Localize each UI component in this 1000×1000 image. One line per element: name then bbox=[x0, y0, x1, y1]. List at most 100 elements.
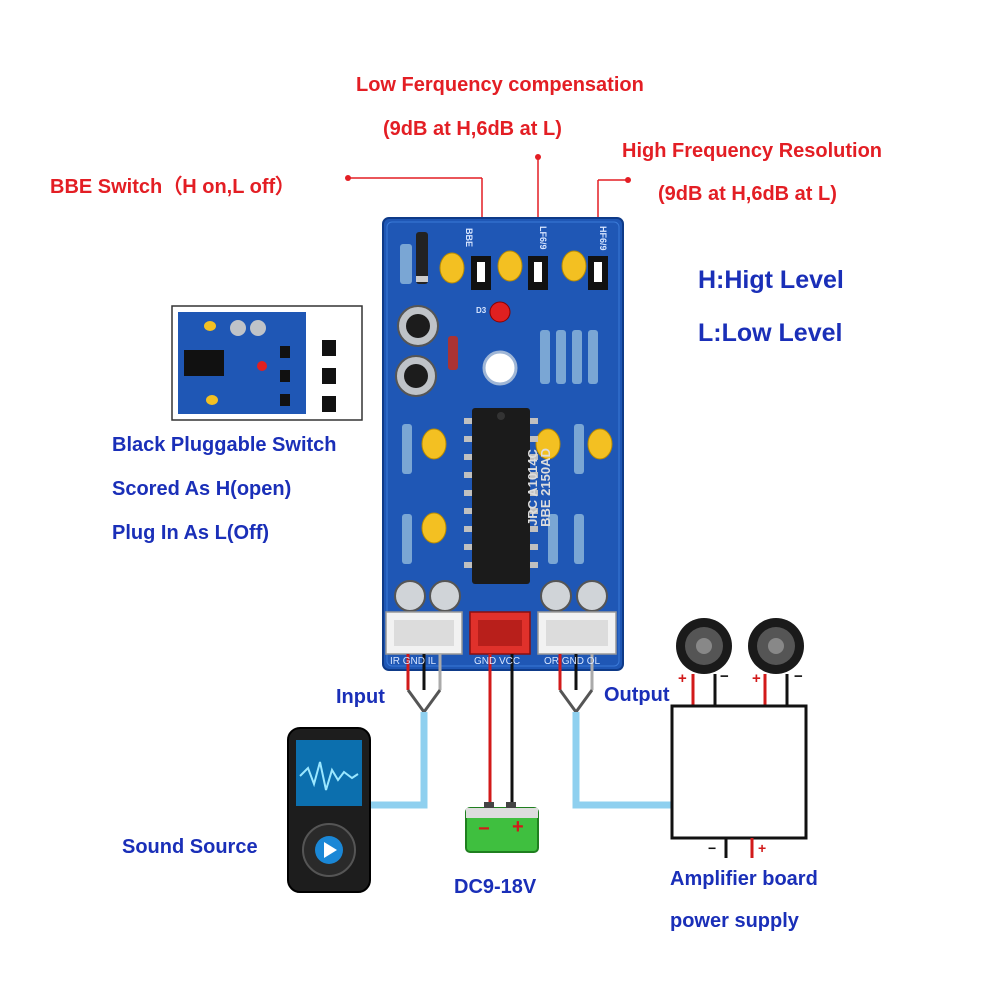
electrolytic-caps bbox=[394, 305, 608, 612]
ecap-3 bbox=[394, 580, 426, 612]
ecap-5 bbox=[540, 580, 572, 612]
battery-terminal-pos bbox=[506, 802, 516, 808]
cap-7 bbox=[421, 512, 447, 544]
amp-supply-plus: + bbox=[758, 840, 767, 856]
output-connector[interactable] bbox=[537, 611, 617, 655]
res-3 bbox=[572, 330, 582, 384]
cap-1 bbox=[439, 252, 465, 284]
res-5 bbox=[402, 424, 412, 474]
high-freq-detail: (9dB at H,6dB at L) bbox=[658, 183, 837, 205]
switch-note-line1: Black Pluggable Switch bbox=[112, 434, 337, 456]
player-screen bbox=[296, 740, 362, 806]
jumper-hf-pins bbox=[594, 262, 602, 282]
ecap-6 bbox=[576, 580, 608, 612]
jumper-lf[interactable] bbox=[528, 256, 548, 290]
diode-2 bbox=[448, 336, 458, 370]
res-10 bbox=[400, 244, 412, 284]
loose-jumper-1 bbox=[322, 340, 336, 356]
pcb-edge bbox=[386, 221, 620, 667]
res-2 bbox=[556, 330, 566, 384]
switch-inset bbox=[171, 305, 363, 421]
spk-left-minus: − bbox=[720, 668, 729, 685]
inset-jumper-1 bbox=[280, 346, 290, 358]
res-6 bbox=[402, 514, 412, 564]
jumper-bbe[interactable] bbox=[471, 256, 491, 290]
input-connector[interactable] bbox=[385, 611, 463, 655]
cap-4 bbox=[421, 428, 447, 460]
cap-3 bbox=[561, 250, 587, 282]
bbe-switch-label: BBE Switch（H on,L off） bbox=[50, 176, 296, 198]
low-freq-detail: (9dB at H,6dB at L) bbox=[383, 118, 562, 140]
ecap-1-top bbox=[406, 314, 430, 338]
battery-plus: + bbox=[512, 816, 524, 838]
res-8 bbox=[574, 514, 584, 564]
ecap-2-top bbox=[404, 364, 428, 388]
battery-minus: − bbox=[478, 818, 490, 840]
inset-jumper-3 bbox=[280, 394, 290, 406]
led-d3 bbox=[489, 301, 511, 323]
ic-body bbox=[472, 408, 530, 584]
jumper-lf-pins bbox=[534, 262, 542, 282]
input-pin-labels: IR GND IL bbox=[390, 656, 437, 667]
input-connector-inner bbox=[394, 620, 454, 646]
input-label: Input bbox=[336, 686, 385, 708]
led-label: D3 bbox=[476, 306, 487, 315]
player-waveform bbox=[299, 761, 359, 791]
legend-low: L:Low Level bbox=[698, 319, 843, 347]
inset-chip bbox=[184, 350, 224, 376]
power-connector[interactable] bbox=[469, 611, 531, 655]
power-connector-inner bbox=[478, 620, 522, 646]
output-cable-run bbox=[572, 712, 672, 809]
amp-supply-minus: − bbox=[708, 840, 717, 856]
chip-marking-2: JRC A1014C bbox=[524, 449, 540, 526]
battery-terminal-neg bbox=[484, 802, 494, 808]
legend-high: H:Higt Level bbox=[698, 266, 844, 294]
high-freq-title: High Frequency Resolution bbox=[622, 140, 883, 162]
amp-label-1: Amplifier board bbox=[670, 868, 818, 890]
play-icon bbox=[324, 842, 337, 858]
inset-ycap-2 bbox=[206, 395, 218, 405]
lf-leader-dot bbox=[535, 154, 541, 160]
res-7 bbox=[574, 424, 584, 474]
inset-led bbox=[257, 361, 267, 371]
output-cable bbox=[558, 654, 672, 809]
amplifier-box bbox=[670, 704, 808, 840]
ceramic-caps bbox=[421, 250, 613, 544]
ic-pins bbox=[464, 418, 538, 568]
switch-note-line3: Plug In As L(Off) bbox=[112, 522, 270, 544]
power-pin-labels: GND VCC bbox=[474, 656, 521, 667]
speaker-right-dome bbox=[768, 638, 784, 654]
spk-right-minus: − bbox=[794, 668, 803, 685]
low-freq-title: Low Ferquency compensation bbox=[356, 74, 644, 96]
res-9 bbox=[548, 514, 558, 564]
cap-2 bbox=[497, 250, 523, 282]
inset-ycap-1 bbox=[204, 321, 216, 331]
ecap-4 bbox=[429, 580, 461, 612]
ic-chip bbox=[464, 408, 538, 584]
battery bbox=[465, 802, 539, 853]
input-cable-run bbox=[370, 712, 428, 809]
power-wires bbox=[488, 654, 514, 808]
jumper-label-bbe: BBE bbox=[464, 228, 474, 248]
jumper-label-lf: LF6/9 bbox=[538, 226, 548, 250]
resistors bbox=[400, 244, 598, 564]
media-player bbox=[287, 727, 371, 893]
chip-marking-1: BBE 2150AD bbox=[537, 448, 553, 527]
amp-label-2: power supply bbox=[670, 910, 799, 932]
res-4 bbox=[588, 330, 598, 384]
diode-1 bbox=[416, 232, 428, 284]
loose-jumper-2 bbox=[322, 368, 336, 384]
loose-jumper-3 bbox=[322, 396, 336, 412]
speaker-left-dome bbox=[696, 638, 712, 654]
cap-6 bbox=[587, 428, 613, 460]
inset-jumper-2 bbox=[280, 370, 290, 382]
hf-leader-dot bbox=[625, 177, 631, 183]
spk-right-plus: + bbox=[752, 670, 761, 687]
input-cable bbox=[370, 654, 442, 809]
input-wire-join bbox=[406, 689, 442, 715]
switch-note-line2: Scored As H(open) bbox=[112, 478, 292, 500]
cap-5 bbox=[535, 428, 561, 460]
jumper-bbe-pins bbox=[477, 262, 485, 282]
jumper-hf[interactable] bbox=[588, 256, 608, 290]
